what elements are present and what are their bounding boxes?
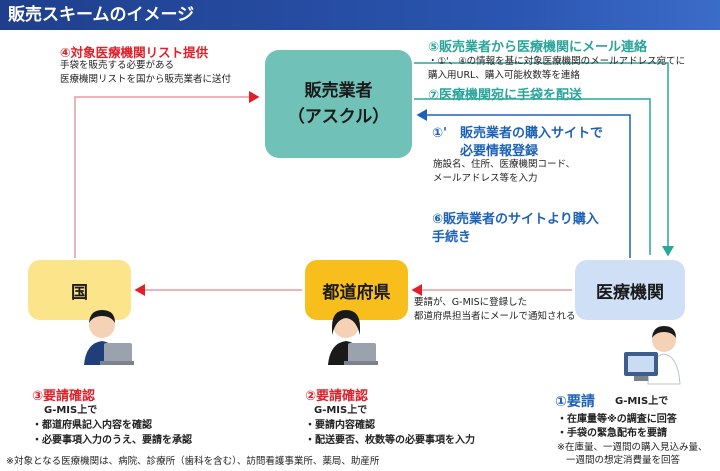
step1-title: ①要請 [555,394,595,410]
step2-line3: ・配送要否、枚数等の必要事項を入力 [305,435,475,446]
node-kuni: 国 [28,260,131,320]
step1-line1: ・在庫量等※の調査に回答 [557,414,677,425]
node-seller: 販売業者 （アスクル） [265,50,412,158]
step7-title: ⑦医療機関宛に手袋を配送 [428,88,583,103]
step1p-line1: 施設名、住所、医療機関コード、 [433,159,576,170]
person-med-icon [624,326,681,385]
step1-note1: ※在庫量、一週間の購入見込み量、 [557,442,708,453]
step3-line2: ・都道府県記入内容を確認 [32,420,152,431]
step3-title: ③要請確認 [32,389,96,404]
node-seller-sub: （アスクル） [287,107,390,127]
step6-title2: 手続き [432,230,472,245]
step3-line1: G-MIS上で [44,405,98,416]
step1p-title1: ①' 販売業者の購入サイトで [432,126,603,141]
person-kuni-icon [84,310,134,365]
step4-line1: 手袋を販売する必要がある [60,60,175,71]
step1-gmis: G-MIS上で [615,396,669,407]
person-pref-icon [328,310,378,365]
arrow-seller-to-med [414,62,674,257]
step1p-title2: 必要情報登録 [460,144,539,159]
step4-title: ④対象医療機関リスト提供 [60,45,209,60]
step5-line2: 購入用URL、購入可能枚数等を連絡 [428,70,580,81]
node-seller-name: 販売業者 [304,81,373,101]
step4-line2: 医療機関リストを国から販売業者に送付 [60,74,232,85]
arrow-med-to-seller [416,109,631,258]
arrow-kuni-to-seller [74,91,260,258]
step2-line2: ・要請内容確認 [305,420,375,431]
step5-title: ⑤販売業者から医療機関にメール連絡 [428,40,648,55]
step5-line1: ・①'、④の情報を基に対象医療機関のメールアドレス宛てに [428,56,686,67]
node-pref: 都道府県 [305,260,408,320]
step1-line2: ・手袋の緊急配布を要請 [557,428,667,439]
step2-line1: G-MIS上で [314,405,368,416]
notify-line2: 都道府県担当者にメールで通知される [414,311,576,322]
step1-note2: 一週間の想定消費量を回答 [566,455,681,466]
node-med: 医療機関 [575,260,685,320]
arrow-seller-to-med-delivery [414,98,651,255]
step2-title: ②要請確認 [305,389,369,404]
step1p-line2: メールアドレス等を入力 [433,173,538,184]
step6-title1: ⑥販売業者のサイトより購入 [432,212,599,227]
step3-line3: ・必要事項入力のうえ、要請を承認 [32,435,192,446]
page-title: 販売スキームのイメージ [0,0,720,30]
footnote: ※対象となる医療機関は、病院、診療所（歯科を含む）、訪問看護事業所、薬局、助産所 [6,456,380,467]
notify-line1: 要請が、G-MISに登録した [414,297,528,308]
